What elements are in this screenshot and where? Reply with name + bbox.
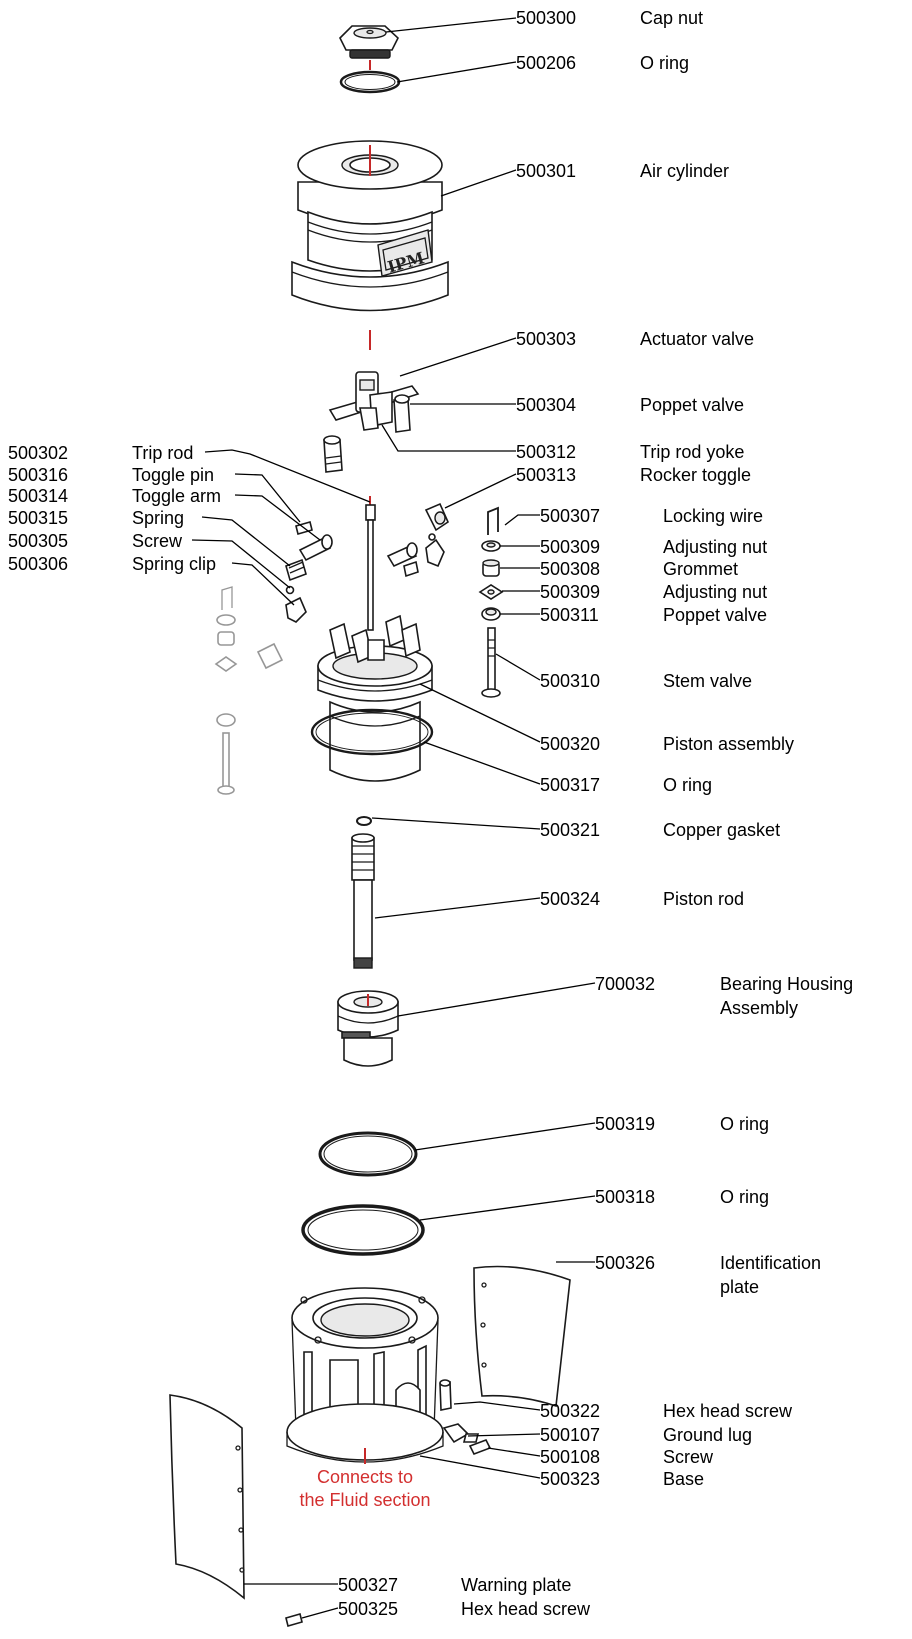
callout-name: Ground lug	[663, 1425, 752, 1445]
callout-name: Hex head screw	[663, 1401, 793, 1421]
warning-plate-part	[169, 1394, 245, 1600]
callout-name: O ring	[640, 53, 689, 73]
callout-name-line2: plate	[720, 1277, 759, 1297]
callout-name: Cap nut	[640, 8, 703, 28]
copper-gasket-part	[356, 816, 372, 826]
callout-labels: 500300 Cap nut 500206 O ring 500301 Air …	[338, 8, 853, 1619]
callout-name: Adjusting nut	[663, 582, 767, 602]
o-ring-206-part	[339, 60, 401, 94]
ground-lug-part	[442, 1423, 480, 1444]
callout-number: 500312	[516, 442, 576, 462]
callout-name: Adjusting nut	[663, 537, 767, 557]
callout-number: 500308	[540, 559, 600, 579]
valve-stack-parts	[478, 506, 504, 698]
callout-name: Base	[663, 1469, 704, 1489]
callout-number: 500313	[516, 465, 576, 485]
o-ring-318-part	[301, 1204, 425, 1256]
left-callout-name: Spring clip	[132, 554, 216, 574]
callout-number: 500320	[540, 734, 600, 754]
toggle-linkage-parts	[285, 521, 445, 623]
callout-name: O ring	[720, 1114, 769, 1134]
trip-rod-part	[365, 496, 376, 631]
left-callout-number: 500305	[8, 531, 68, 551]
callout-number: 500303	[516, 329, 576, 349]
base-part	[286, 1287, 444, 1464]
callout-name-line2: Assembly	[720, 998, 798, 1018]
bearing-housing-part	[337, 990, 399, 1067]
callout-number: 500325	[338, 1599, 398, 1619]
callout-name: Poppet valve	[663, 605, 767, 625]
left-callout-name: Toggle pin	[132, 465, 214, 485]
callout-name: Locking wire	[663, 506, 763, 526]
piston-rod-part	[351, 833, 375, 969]
identification-plate-part	[473, 1265, 571, 1408]
callout-number: 500317	[540, 775, 600, 795]
callout-name: Poppet valve	[640, 395, 744, 415]
callout-number: 500324	[540, 889, 600, 909]
callout-number: 500107	[540, 1425, 600, 1445]
callout-name: Grommet	[663, 559, 738, 579]
callout-number: 500206	[516, 53, 576, 73]
callout-number: 500318	[595, 1187, 655, 1207]
callout-number: 500300	[516, 8, 576, 28]
callout-name: Rocker toggle	[640, 465, 751, 485]
callout-number: 500319	[595, 1114, 655, 1134]
piston-assembly-part	[317, 614, 433, 782]
callout-name: Bearing Housing	[720, 974, 853, 994]
callout-number: 500304	[516, 395, 576, 415]
callout-number: 500321	[540, 820, 600, 840]
callout-number: 700032	[595, 974, 655, 994]
callout-name: Air cylinder	[640, 161, 729, 181]
callout-number: 500326	[595, 1253, 655, 1273]
note-line-1: Connects to	[317, 1467, 413, 1487]
ghost-valve-stack	[214, 586, 284, 795]
callout-number: 500310	[540, 671, 600, 691]
callout-number: 500322	[540, 1401, 600, 1421]
air-cylinder-part	[291, 140, 449, 350]
callout-name: Identification	[720, 1253, 821, 1273]
callout-name: Piston assembly	[663, 734, 794, 754]
note-line-2: the Fluid section	[299, 1490, 430, 1510]
callout-name: Stem valve	[663, 671, 752, 691]
left-callout-number: 500314	[8, 486, 68, 506]
callout-name: Piston rod	[663, 889, 744, 909]
left-callout-name: Spring	[132, 508, 184, 528]
callout-number: 500301	[516, 161, 576, 181]
left-callout-number: 500316	[8, 465, 68, 485]
o-ring-319-part	[318, 1131, 418, 1177]
left-callout-number: 500315	[8, 508, 68, 528]
hex-head-screw-322-part	[439, 1379, 452, 1411]
actuator-valve-part	[328, 371, 420, 433]
left-callout-number: 500306	[8, 554, 68, 574]
callout-name: O ring	[720, 1187, 769, 1207]
rocker-toggle-part	[424, 502, 450, 532]
callout-number: 500323	[540, 1469, 600, 1489]
callout-number: 500309	[540, 582, 600, 602]
cap-nut-part	[339, 25, 399, 59]
left-callout-number: 500302	[8, 443, 68, 463]
callout-number: 500327	[338, 1575, 398, 1595]
callout-number: 500309	[540, 537, 600, 557]
fluid-section-note: Connects to the Fluid section	[299, 1467, 430, 1510]
left-callout-name: Trip rod	[132, 443, 193, 463]
trip-rod-yoke-lower-part	[323, 435, 343, 473]
left-callout-labels: 500302 Trip rod 500316 Toggle pin 500314…	[8, 443, 221, 574]
callout-name: Trip rod yoke	[640, 442, 744, 462]
callout-name: Screw	[663, 1447, 714, 1467]
left-callout-name: Toggle arm	[132, 486, 221, 506]
o-ring-317-part	[310, 708, 434, 756]
callout-name: Actuator valve	[640, 329, 754, 349]
callout-number: 500108	[540, 1447, 600, 1467]
leader-lines	[191, 17, 596, 1619]
callout-number: 500311	[540, 605, 599, 625]
left-callout-name: Screw	[132, 531, 183, 551]
callout-name: O ring	[663, 775, 712, 795]
callout-name: Hex head screw	[461, 1599, 591, 1619]
callout-number: 500307	[540, 506, 600, 526]
hex-head-screw-325-part	[285, 1613, 303, 1627]
callout-name: Warning plate	[461, 1575, 571, 1595]
callout-name: Copper gasket	[663, 820, 780, 840]
